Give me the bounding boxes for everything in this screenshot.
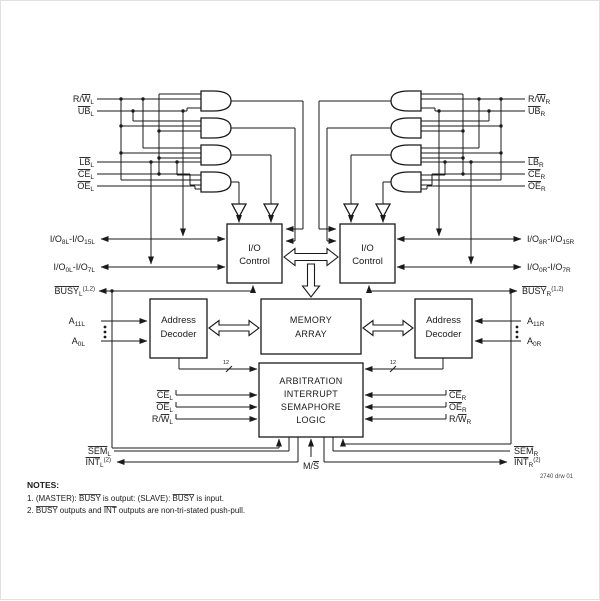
svg-text:ARRAY: ARRAY <box>295 329 327 339</box>
label-sem-left: SEML <box>88 446 112 458</box>
svg-text:INTERRUPT: INTERRUPT <box>284 389 338 399</box>
svg-text:Decoder: Decoder <box>426 329 462 340</box>
address-ellipsis-dots <box>103 325 519 339</box>
label-rw-right: R/WR <box>528 94 551 106</box>
label-io-lo-right: I/O0R-I/O7R <box>527 262 571 274</box>
label-int-left: INTL(2) <box>86 457 111 469</box>
arbitration-wiring <box>114 358 510 465</box>
label-oe-right: OER <box>528 181 546 193</box>
label-a0-left: A0L <box>72 336 86 348</box>
svg-text:Decoder: Decoder <box>161 329 197 340</box>
address-decoder-right-caption: Address <box>426 315 461 326</box>
and-gate <box>390 90 422 112</box>
right-wiring-junction-dots <box>437 97 503 176</box>
and-gate <box>390 171 422 193</box>
buffer-triangle <box>230 203 248 219</box>
svg-text:SEMAPHORE: SEMAPHORE <box>281 402 341 412</box>
io-control-left-block <box>226 223 283 284</box>
left-control-wiring <box>97 93 201 265</box>
label-ub-left: UBL <box>78 106 95 118</box>
svg-text:Control: Control <box>239 256 270 267</box>
label-ce-left-arb: CEL <box>157 390 174 402</box>
io-control-left-caption: I/O <box>248 243 261 254</box>
decoder-memory-bus-arrow-right <box>362 319 414 337</box>
and-gate <box>200 144 232 166</box>
io-to-memory-bus-arrow <box>301 263 321 298</box>
arbitration-logic-block <box>258 362 364 438</box>
label-master-slave: M/S <box>303 461 319 471</box>
memory-array-caption: MEMORY <box>290 315 332 325</box>
memory-array-block <box>260 298 362 355</box>
label-sem-right: SEMR <box>514 446 539 458</box>
note-1: 1. (MASTER): BUSY is output: (SLAVE): BU… <box>27 494 224 503</box>
label-ce-left: CEL <box>78 169 95 181</box>
label-io-lo-left: I/O0L-I/O7L <box>54 262 96 274</box>
label-lb-right: LBR <box>528 157 544 169</box>
and-gate <box>200 171 232 193</box>
left-and-gates <box>200 90 232 193</box>
bus-width-right: 12 <box>390 360 396 366</box>
address-decoder-left-caption: Address <box>161 315 196 326</box>
note-2: 2. BUSY outputs and INT outputs are non-… <box>27 506 245 515</box>
right-and-gates <box>390 90 422 193</box>
arbitration-caption: ARBITRATION <box>279 376 342 386</box>
io-to-io-bus-arrow <box>283 247 339 267</box>
drawing-number: 2740 drw 01 <box>540 474 574 480</box>
label-ub-right: UBR <box>528 106 546 118</box>
label-ce-right: CER <box>528 169 546 181</box>
notes-heading: NOTES: <box>27 480 59 490</box>
label-oe-left-arb: OEL <box>156 402 173 414</box>
bus-width-left: 12 <box>223 360 229 366</box>
label-a0-right: A0R <box>527 336 542 348</box>
label-rw-right-arb: R/WR <box>449 414 472 426</box>
io-buffers <box>230 203 392 223</box>
and-gate <box>390 117 422 139</box>
buffer-triangle <box>262 203 280 219</box>
junction-dot <box>509 289 513 293</box>
io-data-lines <box>100 236 522 270</box>
label-int-right: INTR(2) <box>514 457 541 469</box>
decoder-memory-bus-arrow-left <box>208 319 260 337</box>
svg-text:LOGIC: LOGIC <box>296 415 326 425</box>
address-decoder-left-block <box>149 298 208 359</box>
address-decoder-right-block <box>414 298 473 359</box>
label-rw-left-arb: R/WL <box>152 414 174 426</box>
buffer-triangle <box>374 203 392 219</box>
gate-output-routing <box>231 100 391 244</box>
label-oe-right-arb: OER <box>449 402 467 414</box>
junction-dot <box>110 289 114 293</box>
io-control-right-block <box>339 223 396 284</box>
svg-text:Control: Control <box>352 256 383 267</box>
buffer-triangle <box>342 203 360 219</box>
label-io-hi-left: I/O8L-I/O15L <box>50 234 95 246</box>
label-io-hi-right: I/O8R-I/O15R <box>527 234 575 246</box>
label-oe-left: OEL <box>77 181 94 193</box>
bus-arrows <box>208 247 414 337</box>
and-gate <box>200 117 232 139</box>
label-ce-right-arb: CER <box>449 390 467 402</box>
label-busy-right: BUSYR(1,2) <box>522 286 564 298</box>
label-busy-left: BUSYL(1,2) <box>55 286 95 298</box>
label-rw-left: R/WL <box>73 94 95 106</box>
and-gate <box>200 90 232 112</box>
label-a11-right: A11R <box>527 316 545 328</box>
address-lines <box>101 318 521 344</box>
label-a11-left: A11L <box>69 316 86 328</box>
left-wiring-junction-dots <box>119 97 185 176</box>
and-gate <box>390 144 422 166</box>
busy-nets <box>98 285 518 449</box>
right-control-wiring <box>421 93 525 265</box>
label-lb-left: LBL <box>79 157 94 169</box>
io-control-right-caption: I/O <box>361 243 374 254</box>
